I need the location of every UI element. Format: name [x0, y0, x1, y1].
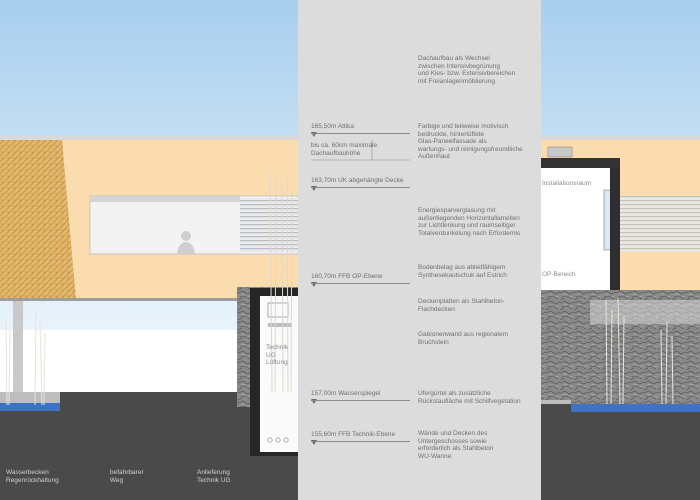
room-op: OP-Bereich [542, 271, 576, 278]
note-verglasung: Energiesparverglasung mit außenliegenden… [418, 207, 521, 237]
louvers-left [240, 198, 298, 252]
level-uk-decke-label: 163,70m UK abgehängte Decke [311, 177, 404, 184]
note-deckenplatten: Deckenplatten als Stahlbeton- Flachdecke… [418, 298, 505, 313]
level-wasserspiegel-label: 157,00m Wasserspiegel [311, 390, 381, 397]
note-gabionen: Gabionenwand aus regionalem Bruchstein [418, 331, 508, 346]
room-installation: Installationsraum [542, 180, 592, 187]
reeds-left [5, 309, 46, 406]
reeds-center [269, 171, 293, 393]
reeds-right [605, 297, 674, 405]
roof-height-note: bis ca. 60cm maximale Dachaufbauhöhe [311, 142, 378, 157]
roof-band-right [541, 136, 700, 140]
column-left [13, 300, 23, 406]
annotation-panel [298, 0, 541, 500]
note-ufer: Ufergürtel als zusätzliche Rückstaufläch… [418, 390, 521, 405]
roof-slab-right [541, 158, 620, 168]
label-wasserbecken: Wasserbecken Regenrückhaltung [6, 469, 59, 484]
note-dach: Dachaufbau als Wechsel zwischen Intensiv… [418, 55, 516, 85]
level-triangle-icon [311, 282, 317, 287]
label-weg: befahrbarer Weg [110, 469, 144, 484]
roof-band-left [0, 136, 298, 140]
note-fassade: Farbige und teilweise motivisch bedruckt… [418, 123, 523, 161]
level-triangle-icon [311, 399, 317, 404]
level-attika-label: 165,50m Attika [311, 123, 354, 130]
note-bodenbelag: Bodenbelag aus ableitfähigem Synthesekau… [418, 264, 507, 279]
printed-glass-panel [0, 140, 76, 300]
level-triangle-icon [311, 132, 317, 137]
room-technik: Technik UG Lüftung [266, 344, 289, 367]
person-silhouette [177, 231, 195, 254]
label-anlieferung: Anlieferung Technik UG [197, 469, 231, 484]
level-triangle-icon [311, 440, 317, 445]
op-room [541, 198, 610, 290]
water-right [571, 404, 700, 412]
level-triangle-icon [311, 186, 317, 191]
ground-right [541, 404, 700, 500]
level-ffb-op-label: 160,70m FFB OP-Ebene [311, 273, 383, 280]
installation-room [541, 168, 610, 198]
note-waende: Wände und Decken des Untergeschosses sow… [418, 430, 494, 460]
water-left [0, 403, 60, 411]
level-ffb-technik-label: 155,60m FFB Technik-Ebene [311, 431, 396, 438]
